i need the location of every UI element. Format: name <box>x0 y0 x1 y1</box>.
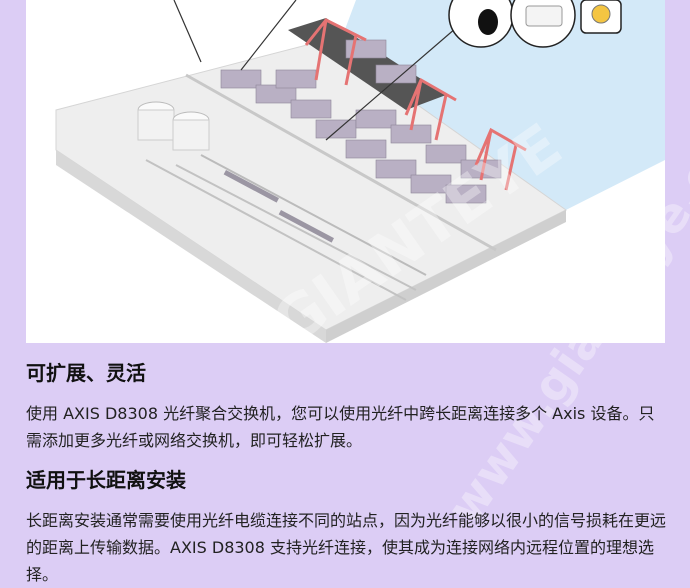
section-scalable: 可扩展、灵活 使用 AXIS D8308 光纤聚合交换机，您可以使用光纤中跨长距… <box>26 360 666 454</box>
section-long-distance: 适用于长距离安装 长距离安装通常需要使用光纤电缆连接不同的站点，因为光纤能够以很… <box>26 467 666 588</box>
camera-icon <box>478 9 498 35</box>
section-body: 长距离安装通常需要使用光纤电缆连接不同的站点，因为光纤能够以很小的信号损耗在更远… <box>26 511 667 584</box>
device-callouts <box>448 0 622 48</box>
switch-icon <box>525 5 563 27</box>
storage-tanks <box>137 101 210 151</box>
pointer-lines <box>173 0 457 141</box>
ground-edge <box>56 150 326 343</box>
port-illustration <box>26 0 665 343</box>
section-body: 使用 AXIS D8308 光纤聚合交换机，您可以使用光纤中跨长距离连接多个 A… <box>26 404 655 450</box>
section-title: 可扩展、灵活 <box>26 361 146 385</box>
ship <box>288 18 446 110</box>
trains <box>223 170 334 243</box>
link-icon <box>591 4 611 24</box>
ground-edge-right <box>326 210 566 343</box>
section-title: 适用于长距离安装 <box>26 468 186 492</box>
water <box>326 0 665 220</box>
port-scene <box>55 0 665 343</box>
cranes <box>304 18 527 191</box>
containers <box>220 39 502 204</box>
